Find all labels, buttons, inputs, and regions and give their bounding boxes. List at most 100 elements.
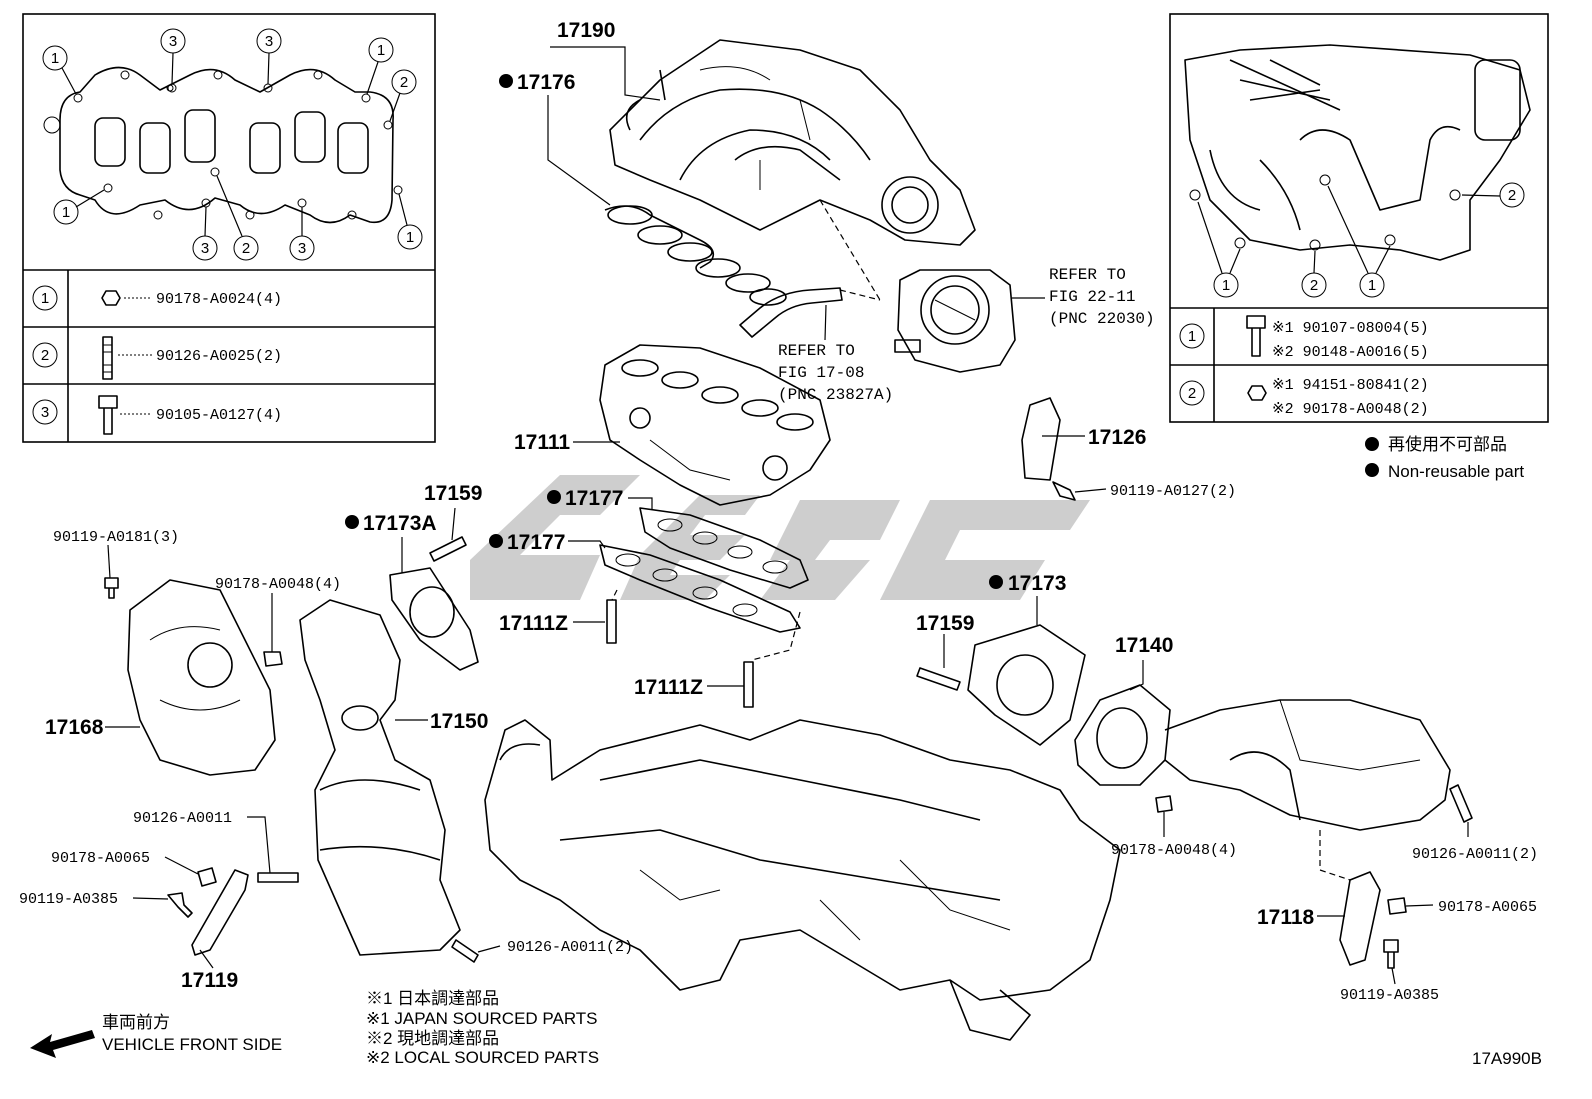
callout-1: 1 <box>51 50 59 67</box>
bolt-drawing <box>104 577 119 599</box>
svg-text:90105-A0127(4): 90105-A0127(4) <box>156 407 282 424</box>
heat-insulator-17168-drawing <box>127 579 276 776</box>
arrow-left-icon <box>30 1030 95 1058</box>
bracket-17126-drawing <box>1021 397 1061 481</box>
right-table-row-1: 1 ※1 90107-08004(5) ※2 90148-A0016(5) <box>1179 315 1429 361</box>
svg-text:90119-A0385: 90119-A0385 <box>19 891 118 908</box>
svg-text:1: 1 <box>1188 328 1196 345</box>
stud-drawing <box>257 872 299 883</box>
legend-non-reusable: 再使用不可部品 Non-reusable part <box>1365 434 1524 481</box>
intake-gasket-drawing <box>43 66 403 224</box>
non-reusable-dot-icon <box>989 575 1003 589</box>
figure-code: 17A990B <box>1472 1049 1542 1068</box>
part-label-17159: 17159 <box>424 482 482 505</box>
stud-drawing <box>606 599 617 644</box>
svg-text:1: 1 <box>41 290 49 307</box>
svg-text:VEHICLE FRONT SIDE: VEHICLE FRONT SIDE <box>102 1035 282 1054</box>
part-label-17150: 17150 <box>430 710 488 733</box>
non-reusable-dot-icon <box>345 515 359 529</box>
bracket-17119-drawing <box>191 869 249 956</box>
right-table-row-2: 2 ※1 94151-80841(2) ※2 90178-A0048(2) <box>1179 377 1429 418</box>
nut-drawing <box>1387 897 1407 915</box>
non-reusable-dot-icon <box>1365 437 1379 451</box>
svg-text:90119-A0127(2): 90119-A0127(2) <box>1110 483 1236 500</box>
part-label-17177: 17177 <box>507 531 565 554</box>
callout-1: 1 <box>377 42 385 59</box>
nut-icon <box>1247 385 1267 401</box>
bolt-icon <box>1246 315 1266 357</box>
svg-text:90126-A0011: 90126-A0011 <box>133 810 232 827</box>
svg-text:REFER TO: REFER TO <box>778 342 855 360</box>
engine-block-drawing <box>484 719 1121 1041</box>
svg-text:(PNC 23827A): (PNC 23827A) <box>778 386 893 404</box>
callout-3: 3 <box>298 240 306 257</box>
bolt-drawing <box>167 892 193 918</box>
svg-text:90178-A0048(4): 90178-A0048(4) <box>1111 842 1237 859</box>
exhaust-gasket-17173A-drawing <box>389 567 479 671</box>
svg-text:車両前方: 車両前方 <box>102 1013 170 1032</box>
stud-icon <box>102 336 113 380</box>
lower-intake-manifold-drawing <box>599 344 831 506</box>
part-label-17111: 17111 <box>514 431 570 454</box>
part-label-17168: 17168 <box>45 716 104 739</box>
svg-text:※1 94151-80841(2): ※1 94151-80841(2) <box>1272 377 1429 394</box>
part-label-17119: 17119 <box>181 969 238 992</box>
svg-text:※2 90178-A0048(2): ※2 90178-A0048(2) <box>1272 401 1429 418</box>
bolt-drawing <box>1383 939 1399 969</box>
non-reusable-dot-icon <box>489 534 503 548</box>
stud-drawing <box>1449 784 1473 823</box>
callout-2: 2 <box>400 74 408 91</box>
svg-text:3: 3 <box>41 404 49 421</box>
svg-text:FIG 22-11: FIG 22-11 <box>1049 288 1135 306</box>
bolt-labels: 90119-A0181(3) 90178-A0048(4) 90119-A012… <box>19 483 1538 1004</box>
callout-1: 1 <box>406 229 414 246</box>
part-label-17126: 17126 <box>1088 426 1146 449</box>
nut-drawing <box>1155 795 1173 813</box>
svg-text:90119-A0181(3): 90119-A0181(3) <box>53 529 179 546</box>
svg-text:※1 90107-08004(5): ※1 90107-08004(5) <box>1272 320 1429 337</box>
stud-drawing <box>429 536 467 562</box>
refer-to-fig-22-11: REFER TO FIG 22-11 (PNC 22030) <box>1049 266 1155 328</box>
watermark-logo <box>470 475 1090 600</box>
nut-icon <box>101 290 121 306</box>
bolt-icon <box>98 395 118 435</box>
svg-text:90178-A0065: 90178-A0065 <box>1438 899 1537 916</box>
svg-text:90178-A0065: 90178-A0065 <box>51 850 150 867</box>
part-label-17111Z: 17111Z <box>634 676 703 699</box>
exhaust-manifold-17150-drawing <box>299 599 461 956</box>
footnotes: ※1 日本調達部品 ※1 JAPAN SOURCED PARTS ※2 現地調達… <box>366 989 599 1067</box>
left-table-row-1: 1 90178-A0024(4) <box>32 285 282 311</box>
upper-manifold-detail-drawing <box>1184 44 1531 261</box>
svg-text:※1 日本調達部品: ※1 日本調達部品 <box>366 989 499 1008</box>
exhaust-manifold-17140-drawing <box>1074 684 1451 831</box>
left-table-row-2: 2 90126-A0025(2) <box>32 336 282 380</box>
svg-text:90119-A0385: 90119-A0385 <box>1340 987 1439 1004</box>
callout-3: 3 <box>201 240 209 257</box>
non-reusable-dot-icon <box>547 490 561 504</box>
svg-text:(PNC 22030): (PNC 22030) <box>1049 310 1155 328</box>
svg-text:REFER TO: REFER TO <box>1049 266 1126 284</box>
part-label-17177: 17177 <box>565 487 623 510</box>
svg-text:※2 現地調達部品: ※2 現地調達部品 <box>366 1029 499 1048</box>
svg-text:90178-A0048(4): 90178-A0048(4) <box>215 576 341 593</box>
manifold-gasket-drawing <box>604 205 787 306</box>
callout-3: 3 <box>169 33 177 50</box>
leader-lines <box>105 46 1469 985</box>
callout-1: 1 <box>1368 277 1376 294</box>
callout-2: 2 <box>1508 187 1516 204</box>
callout-2: 2 <box>242 240 250 257</box>
nut-drawing <box>197 867 217 887</box>
vacuum-hose-drawing <box>739 287 843 338</box>
svg-text:2: 2 <box>1188 385 1196 402</box>
callout-2: 2 <box>1310 277 1318 294</box>
exhaust-gasket-17173-drawing <box>967 624 1086 746</box>
stud-drawing <box>916 667 961 691</box>
part-label-17118: 17118 <box>1257 906 1315 929</box>
bracket-17118-drawing <box>1339 871 1381 966</box>
left-table-row-3: 3 90105-A0127(4) <box>32 395 282 435</box>
non-reusable-dot-icon <box>1365 463 1379 477</box>
svg-text:90178-A0024(4): 90178-A0024(4) <box>156 291 282 308</box>
svg-text:※1 JAPAN SOURCED PARTS: ※1 JAPAN SOURCED PARTS <box>366 1009 598 1028</box>
part-label-17176: 17176 <box>517 71 575 94</box>
svg-text:90126-A0011(2): 90126-A0011(2) <box>507 939 633 956</box>
